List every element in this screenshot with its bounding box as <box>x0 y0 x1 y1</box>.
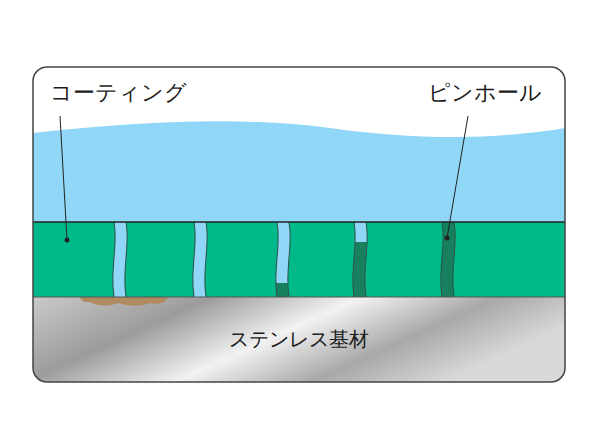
pinhole-outlines <box>113 222 455 297</box>
water-layer <box>33 121 565 222</box>
coating-layer <box>33 222 565 297</box>
frame <box>33 67 565 382</box>
substrate-band: ステンレス基材 <box>33 297 565 382</box>
steel-substrate <box>33 297 565 382</box>
coating-surface <box>33 221 565 223</box>
coating-label: コーティング <box>50 80 187 106</box>
corrosion <box>80 297 168 306</box>
interface-line <box>33 297 565 298</box>
pinholes <box>113 222 455 297</box>
substrate-label: ステンレス基材 <box>229 326 369 353</box>
pinhole-label: ピンホール <box>428 80 542 106</box>
leader-lines <box>60 116 468 243</box>
background <box>33 67 565 382</box>
